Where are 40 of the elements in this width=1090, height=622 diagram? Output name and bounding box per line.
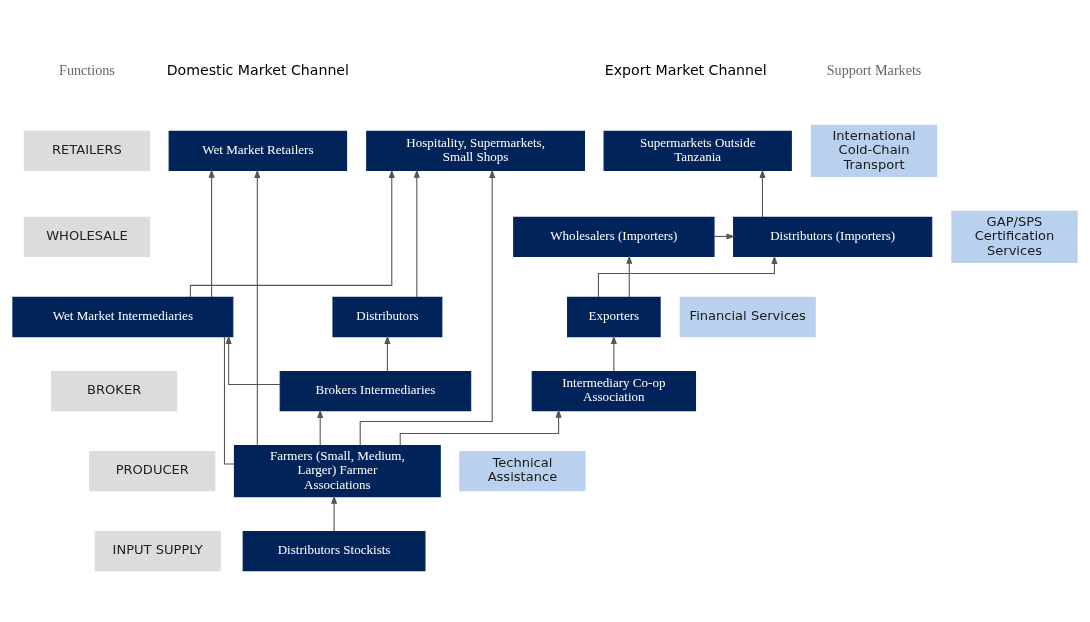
arrow: [359, 169, 496, 446]
arrow: [331, 494, 338, 532]
node-box: RETAILERS: [23, 130, 151, 172]
arrow: [413, 169, 420, 298]
arrow: [597, 255, 778, 298]
label: Domestic Market Channel: [166, 61, 350, 78]
arrow: [610, 335, 617, 372]
node-box: INPUT SUPPLY: [94, 530, 221, 572]
node-box: Supermarkets Outside Tanzania: [603, 130, 792, 172]
connector: [223, 336, 235, 465]
arrow: [384, 335, 391, 372]
node-box: Brokers Intermediaries: [279, 370, 472, 412]
node-box: PRODUCER: [89, 450, 216, 492]
arrow: [208, 169, 215, 298]
node-box: Distributors Stockists: [242, 530, 426, 572]
arrow: [399, 409, 562, 446]
arrow: [254, 169, 261, 446]
arrow: [189, 169, 395, 298]
node-box: Exporters: [567, 296, 661, 338]
node-box: Financial Services: [679, 296, 816, 338]
node-box: GAP/SPS Certification Services: [951, 210, 1078, 264]
node-box: Hospitality, Supermarkets, Small Shops: [366, 130, 585, 172]
label: Export Market Channel: [604, 61, 767, 78]
node-box: International Cold-Chain Transport: [810, 124, 938, 178]
label: Support Markets: [826, 61, 922, 78]
node-box: Distributors: [332, 296, 443, 338]
arrow: [759, 169, 766, 218]
arrow: [317, 409, 324, 446]
node-box: BROKER: [51, 370, 178, 412]
node-box: Farmers (Small, Medium, Larger) Farmer Associations: [233, 444, 441, 498]
node-box: Intermediary Co-op Association: [531, 370, 697, 412]
label: Functions: [59, 61, 115, 78]
node-box: Wet Market Intermediaries: [12, 296, 234, 338]
arrow: [626, 255, 633, 298]
node-box: Wholesalers (Importers): [513, 216, 715, 258]
node-box: WHOLESALE: [23, 216, 151, 258]
node-box: Technical Assistance: [459, 450, 586, 492]
node-box: Distributors (Importers): [733, 216, 933, 258]
arrow: [225, 335, 281, 386]
node-box: Wet Market Retailers: [168, 130, 348, 172]
